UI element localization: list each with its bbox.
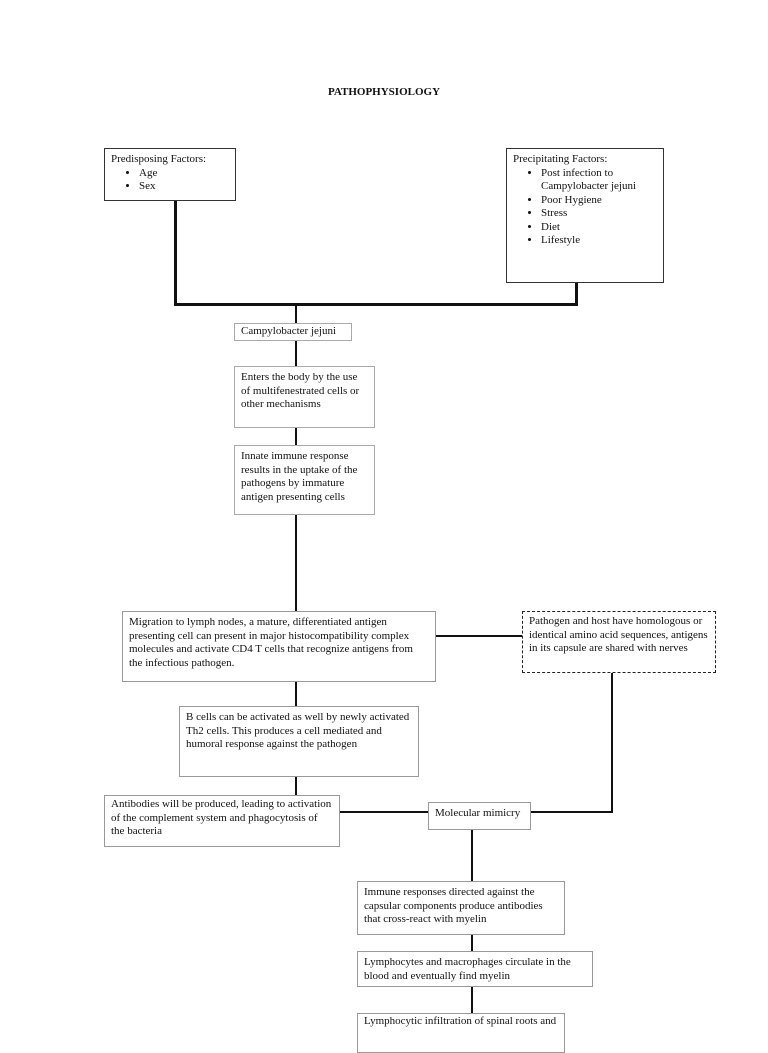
list-item: Lifestyle bbox=[541, 234, 657, 248]
node-antibodies: Antibodies will be produced, leading to … bbox=[104, 795, 340, 847]
list-item: Post infection to Campylobacter jejuni bbox=[541, 167, 657, 194]
precipitating-heading: Precipitating Factors: bbox=[513, 153, 608, 165]
list-item: Stress bbox=[541, 207, 657, 221]
list-item: Diet bbox=[541, 221, 657, 235]
connector bbox=[340, 811, 428, 813]
node-campylobacter: Campylobacter jejuni bbox=[234, 323, 352, 341]
node-homologous-sequences: Pathogen and host have homologous or ide… bbox=[522, 611, 716, 673]
list-item: Age bbox=[139, 167, 229, 181]
precipitating-factors-box: Precipitating Factors: Post infection to… bbox=[506, 148, 664, 283]
connector bbox=[611, 672, 613, 813]
node-innate-response: Innate immune response results in the up… bbox=[234, 445, 375, 515]
page-title: PATHOPHYSIOLOGY bbox=[327, 86, 441, 98]
connector bbox=[174, 303, 578, 306]
connector bbox=[436, 635, 522, 637]
predisposing-factors-box: Predisposing Factors: AgeSex bbox=[104, 148, 236, 201]
node-b-cells: B cells can be activated as well by newl… bbox=[179, 706, 419, 777]
node-enters-body: Enters the body by the use of multifenes… bbox=[234, 366, 375, 428]
connector bbox=[575, 282, 578, 306]
predisposing-heading: Predisposing Factors: bbox=[111, 153, 207, 165]
node-migration: Migration to lymph nodes, a mature, diff… bbox=[122, 611, 436, 682]
node-immune-responses: Immune responses directed against the ca… bbox=[357, 881, 565, 935]
connector bbox=[174, 200, 177, 306]
node-molecular-mimicry: Molecular mimicry bbox=[428, 802, 531, 830]
node-infiltration: Lymphocytic infiltration of spinal roots… bbox=[357, 1013, 565, 1053]
list-item: Sex bbox=[139, 180, 229, 194]
connector bbox=[531, 811, 613, 813]
node-lymphocytes: Lymphocytes and macrophages circulate in… bbox=[357, 951, 593, 987]
list-item: Poor Hygiene bbox=[541, 194, 657, 208]
